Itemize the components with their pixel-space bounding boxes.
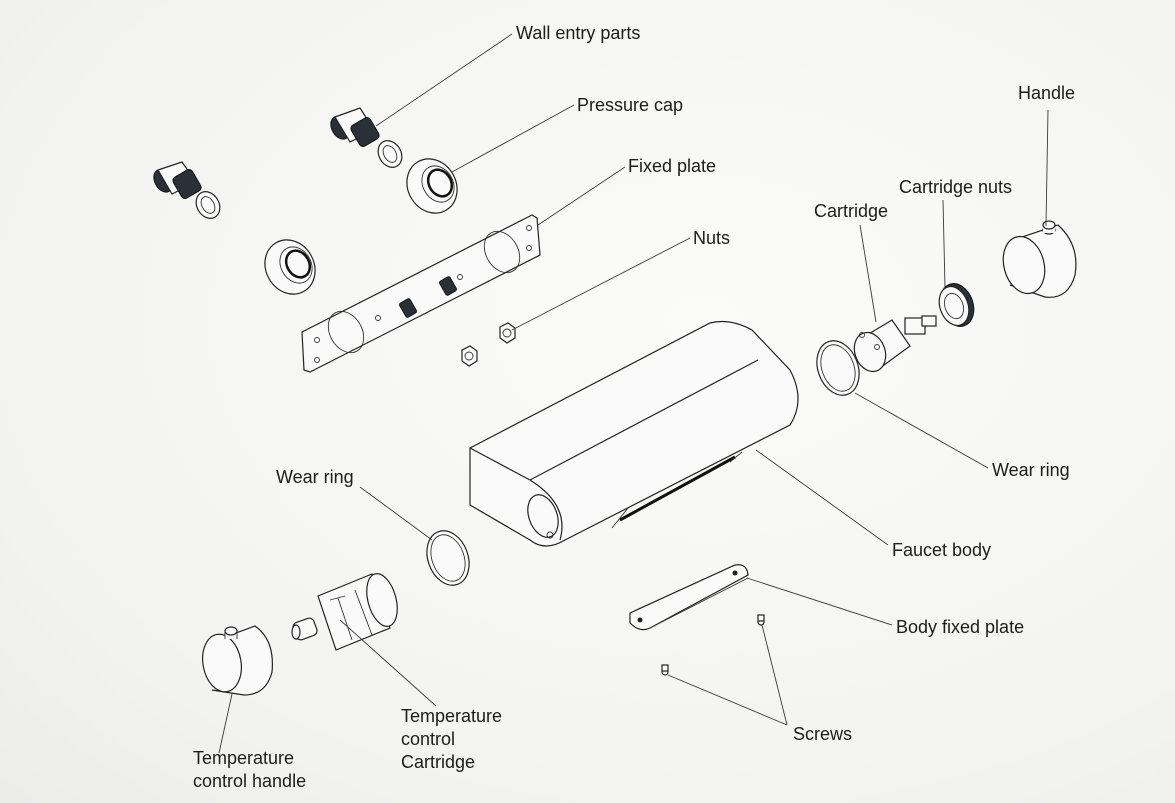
label-cartridge-nuts: Cartridge nuts	[899, 177, 1013, 197]
label-temperature-control-cartridge: Temperature control Cartridge	[401, 705, 502, 774]
wear-ring-right	[816, 340, 860, 396]
label-line: Cartridge	[401, 752, 476, 772]
temperature-control-cartridge	[291, 573, 398, 651]
nuts	[461, 322, 516, 367]
wear-ring-left	[426, 530, 470, 586]
pressure-cap-right	[406, 158, 458, 214]
handle	[1002, 220, 1077, 298]
pressure-cap-left	[264, 239, 316, 295]
label-line: control	[401, 729, 456, 749]
label-temperature-control-handle: Temperature control handle	[193, 747, 306, 793]
label-handle: Handle	[1018, 83, 1076, 103]
label-line: control handle	[193, 771, 307, 791]
label-nuts: Nuts	[693, 228, 731, 248]
wall-entry-part-left	[153, 161, 221, 219]
label-fixed-plate: Fixed plate	[628, 156, 717, 176]
faucet-body	[469, 320, 799, 547]
label-wall-entry-parts: Wall entry parts	[516, 23, 641, 43]
label-pressure-cap: Pressure cap	[577, 95, 684, 115]
fixed-plate	[301, 214, 541, 373]
label-wear-ring-right: Wear ring	[992, 460, 1070, 480]
label-screws: Screws	[793, 724, 853, 744]
leader-lines	[218, 33, 1049, 754]
cartridge-nut	[938, 283, 975, 327]
label-line: Temperature	[193, 748, 295, 768]
wall-entry-part-right	[330, 107, 403, 168]
label-cartridge: Cartridge	[814, 201, 889, 221]
label-body-fixed-plate: Body fixed plate	[896, 617, 1025, 637]
body-fixed-plate	[629, 564, 749, 631]
temperature-control-handle	[202, 625, 273, 696]
label-faucet-body: Faucet body	[892, 540, 992, 560]
cartridge	[853, 315, 937, 373]
screws	[661, 614, 765, 676]
label-line: Temperature	[401, 706, 503, 726]
label-wear-ring-left: Wear ring	[276, 467, 354, 487]
